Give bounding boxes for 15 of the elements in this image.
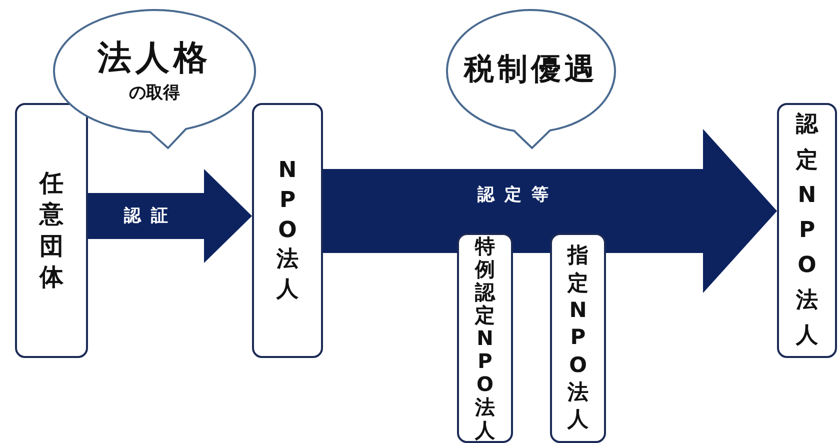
bubble-heading: 税制優遇 <box>464 50 598 88</box>
vertical-text-box <box>457 233 513 443</box>
speech-bubble <box>445 8 617 150</box>
box-label: 任意団体 <box>40 168 64 293</box>
box-label: 特例認定NPO法人 <box>475 234 495 442</box>
bubble-heading: 法人格 <box>97 36 212 80</box>
box-label: NPO法人 <box>276 157 298 304</box>
vertical-text-box <box>15 103 88 358</box>
vertical-text-box <box>550 233 606 443</box>
bubble-subtext: の取得 <box>129 82 180 104</box>
box-label: 指定NPO法人 <box>568 242 588 434</box>
speech-bubble <box>52 8 257 150</box>
vertical-text-box <box>252 103 323 358</box>
vertical-text-box <box>777 103 837 358</box>
box-label: 認定NPO法人 <box>796 111 818 350</box>
